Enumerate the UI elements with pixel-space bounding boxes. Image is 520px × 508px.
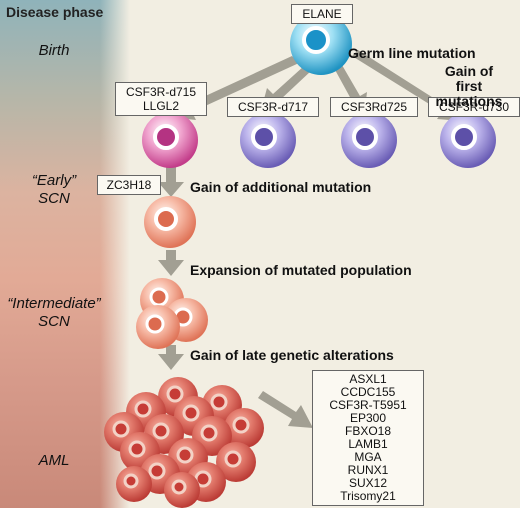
phase-aml-label: AML [38, 452, 70, 469]
additional-mutation-caption: Gain of additional mutation [190, 179, 372, 195]
aml-cell-cluster [104, 377, 264, 508]
llgl2-label: LLGL2 [142, 99, 180, 113]
phase-early-scn: “Early” SCN [4, 172, 104, 208]
csf3r-d717-label: CSF3R-d717 [237, 100, 309, 114]
pink-cell-csf3r-d715 [142, 112, 198, 168]
arrow-to-late-list [258, 391, 313, 428]
phase-birth-label: Birth [38, 42, 70, 59]
late-alteration-item: CSF3R-T5951 [329, 398, 407, 412]
csf3rd725-box: CSF3Rd725 [330, 97, 418, 117]
early-scn-cell [144, 196, 196, 248]
phase-early-scn-label: SCN [38, 190, 70, 207]
expansion-caption: Expansion of mutated population [190, 262, 412, 278]
first-mutations-line1: Gain of [444, 63, 494, 79]
first-mutations-line2: first mutations [435, 78, 503, 109]
csf3r-d715-label: CSF3R-d715 [125, 85, 197, 99]
phase-intermediate-scn: “Intermediate” SCN [4, 295, 104, 331]
first-mutations-caption: Gain of first mutations [423, 64, 515, 109]
csf3r-d730-label: CSF3R-d730 [438, 100, 510, 114]
zc3h18-label: ZC3H18 [106, 178, 152, 192]
phase-birth: Birth [4, 42, 104, 60]
csf3r-d715-box: CSF3R-d715 LLGL2 [115, 82, 207, 116]
late-alteration-item: Trisomy21 [340, 489, 396, 503]
purple-cell-csf3r-d717 [240, 112, 296, 168]
germ-line-cell [290, 13, 352, 75]
elane-box: ELANE [291, 4, 353, 24]
arrow-early-to-expansion [158, 250, 184, 276]
late-alteration-item: SUX12 [348, 476, 388, 490]
phase-early-label: “Early” [31, 172, 77, 189]
late-alterations-caption: Gain of late genetic alterations [190, 347, 394, 363]
disease-phase-heading: Disease phase [6, 4, 104, 20]
late-alteration-item: MGA [354, 450, 382, 464]
csf3rd725-label: CSF3Rd725 [340, 100, 408, 114]
late-alteration-item: FBXO18 [344, 424, 392, 438]
zc3h18-box: ZC3H18 [97, 175, 161, 195]
phase-intermediate-label: “Intermediate” [7, 295, 101, 312]
germ-line-caption: Germ line mutation [348, 45, 476, 61]
arrow-pink-to-early [158, 164, 184, 197]
phase-intermediate-scn-label: SCN [38, 313, 70, 330]
intermediate-scn-cells [136, 278, 208, 349]
late-alteration-item: LAMB1 [348, 437, 388, 451]
csf3r-d717-box: CSF3R-d717 [227, 97, 319, 117]
phase-aml: AML [4, 452, 104, 470]
purple-cell-csf3rd725 [341, 112, 397, 168]
late-alteration-item: RUNX1 [347, 463, 389, 477]
late-alteration-item: ASXL1 [349, 372, 387, 386]
elane-label: ELANE [302, 7, 342, 21]
purple-cell-csf3r-d730 [440, 112, 496, 168]
late-alteration-item: CCDC155 [340, 385, 396, 399]
arrow-expansion-to-late [158, 345, 184, 370]
late-alteration-item: EP300 [349, 411, 387, 425]
